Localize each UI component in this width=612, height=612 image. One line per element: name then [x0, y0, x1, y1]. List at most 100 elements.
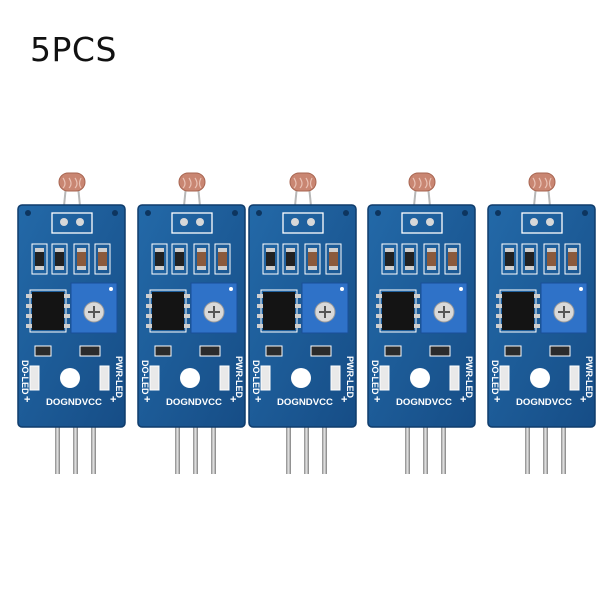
resistor-outline-1	[381, 243, 398, 275]
resistor-4	[448, 248, 457, 270]
resistor-cap-top-4	[218, 248, 227, 252]
chip-pin-right-3	[414, 324, 420, 328]
corner-hole-left	[375, 210, 381, 216]
photoresistor-pattern	[293, 177, 313, 189]
do-led-label: DO-LED	[20, 360, 30, 395]
chip-pin-left-1	[146, 304, 152, 308]
pwr-led-label: PWR-LED	[234, 356, 244, 398]
resistor-outline-2	[521, 243, 538, 275]
smd-left	[384, 345, 402, 357]
smd-left	[504, 345, 522, 357]
pin-label: DOGNDVCC	[46, 397, 103, 407]
resistor-outline-4	[214, 243, 231, 275]
pwr-led-label: PWR-LED	[584, 356, 594, 398]
plus-mark-right: +	[460, 394, 466, 406]
header-pin-2	[73, 420, 78, 474]
plus-mark-right: +	[580, 394, 586, 406]
resistor-cap-top-4	[448, 248, 457, 252]
header-pin-1	[55, 420, 60, 474]
resistor-cap-bottom-4	[568, 266, 577, 270]
chip-pin-left-3	[26, 324, 32, 328]
mounting-hole	[530, 368, 550, 388]
do-led	[499, 365, 510, 391]
resistor-2	[405, 248, 414, 270]
pwr-led	[99, 365, 110, 391]
resistor-1	[266, 248, 275, 270]
chip-pin-right-1	[64, 304, 70, 308]
resistor-outline-4	[325, 243, 342, 275]
resistor-outline-3	[304, 243, 321, 275]
resistor-cap-bottom-3	[77, 266, 86, 270]
resistor-cap-top-1	[35, 248, 44, 252]
comparator-chip	[263, 292, 295, 330]
do-led-label: DO-LED	[140, 360, 150, 395]
resistor-outline-2	[171, 243, 188, 275]
plus-mark-right: +	[341, 394, 347, 406]
pwr-led	[330, 365, 341, 391]
pwr-led-label: PWR-LED	[345, 356, 355, 398]
chip-pin-right-2	[184, 314, 190, 318]
resistor-cap-bottom-3	[427, 266, 436, 270]
sensor-pad-left	[530, 218, 538, 226]
photoresistor	[408, 172, 436, 192]
corner-hole-left	[25, 210, 31, 216]
resistor-outline-1	[31, 243, 48, 275]
chip-pin-left-0	[146, 294, 152, 298]
resistor-cap-bottom-4	[448, 266, 457, 270]
resistor-3	[427, 248, 436, 270]
resistor-outline-3	[193, 243, 210, 275]
do-led-label: DO-LED	[251, 360, 261, 395]
sensor-silkscreen	[401, 212, 443, 234]
resistor-outline-1	[501, 243, 518, 275]
chip-pin-right-2	[534, 314, 540, 318]
sensor-pad-left	[291, 218, 299, 226]
pin-label: DOGNDVCC	[516, 397, 573, 407]
chip-pin-left-2	[496, 314, 502, 318]
potentiometer-slot	[319, 306, 331, 318]
potentiometer-dot	[109, 287, 113, 291]
mounting-hole	[291, 368, 311, 388]
corner-hole-right	[232, 210, 238, 216]
pwr-led-label: PWR-LED	[114, 356, 124, 398]
comparator-chip	[382, 292, 414, 330]
comparator-chip	[152, 292, 184, 330]
smd-right	[79, 345, 101, 357]
photoresistor-pattern	[412, 177, 432, 189]
resistor-4	[568, 248, 577, 270]
chip-pin-left-0	[26, 294, 32, 298]
sensor-silkscreen	[51, 212, 93, 234]
resistor-cap-bottom-3	[197, 266, 206, 270]
chip-pin-left-2	[26, 314, 32, 318]
chip-pin-left-1	[26, 304, 32, 308]
resistor-cap-top-2	[286, 248, 295, 252]
resistor-cap-top-2	[525, 248, 534, 252]
chip-pin-left-3	[146, 324, 152, 328]
plus-mark-left: +	[374, 394, 380, 406]
corner-hole-right	[343, 210, 349, 216]
potentiometer-dot	[579, 287, 583, 291]
resistor-cap-bottom-1	[385, 266, 394, 270]
plus-mark-right: +	[110, 394, 116, 406]
potentiometer-slot	[88, 306, 100, 318]
comparator-chip	[32, 292, 64, 330]
resistor-cap-top-3	[427, 248, 436, 252]
chip-pin-left-2	[146, 314, 152, 318]
chip-pin-left-3	[257, 324, 263, 328]
resistor-cap-bottom-2	[286, 266, 295, 270]
chip-pin-right-0	[414, 294, 420, 298]
header-pin-1	[525, 420, 530, 474]
header-pin-3	[322, 420, 327, 474]
resistor-outline-4	[444, 243, 461, 275]
chip-pin-right-3	[295, 324, 301, 328]
potentiometer-slot	[438, 306, 450, 318]
sensor-pad-left	[410, 218, 418, 226]
header-pin-3	[91, 420, 96, 474]
potentiometer	[420, 282, 468, 334]
corner-hole-left	[145, 210, 151, 216]
pwr-led	[449, 365, 460, 391]
do-led	[149, 365, 160, 391]
